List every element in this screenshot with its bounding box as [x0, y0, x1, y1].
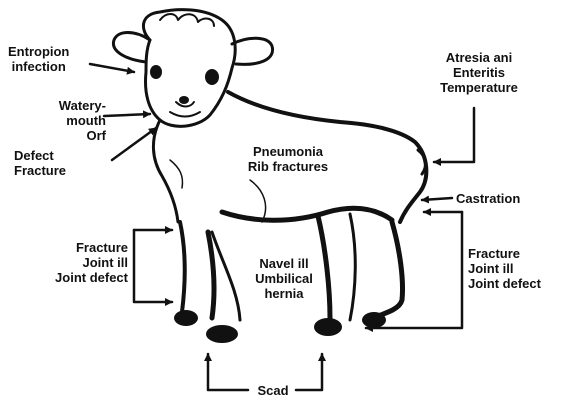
arrow-castration [422, 198, 452, 200]
arrow-scad-left [208, 354, 248, 390]
label-entropion: Entropion infection [8, 44, 69, 74]
label-fore-leg: Fracture Joint ill Joint defect [28, 240, 128, 285]
arrow-hind-leg-bottom [366, 212, 462, 328]
lamb-eyes [150, 65, 219, 104]
arrow-entropion [90, 64, 134, 72]
arrow-scad-right [296, 354, 322, 390]
label-watery-mouth: Watery- mouth Orf [34, 98, 106, 143]
lamb-head [113, 10, 272, 127]
arrow-fore-leg-bottom [134, 230, 172, 302]
arrow-atresia [434, 108, 474, 162]
label-defect: Defect Fracture [14, 148, 66, 178]
label-hind-leg: Fracture Joint ill Joint defect [468, 246, 541, 291]
label-castration: Castration [456, 191, 520, 206]
hooves [174, 310, 386, 343]
label-navel: Navel ill Umbilical hernia [246, 256, 322, 301]
label-atresia: Atresia ani Enteritis Temperature [424, 50, 534, 95]
arrow-watery-mouth [104, 114, 150, 116]
arrow-defect [112, 128, 156, 160]
label-pneumonia: Pneumonia Rib fractures [232, 144, 344, 174]
label-scad: Scad [250, 383, 296, 398]
